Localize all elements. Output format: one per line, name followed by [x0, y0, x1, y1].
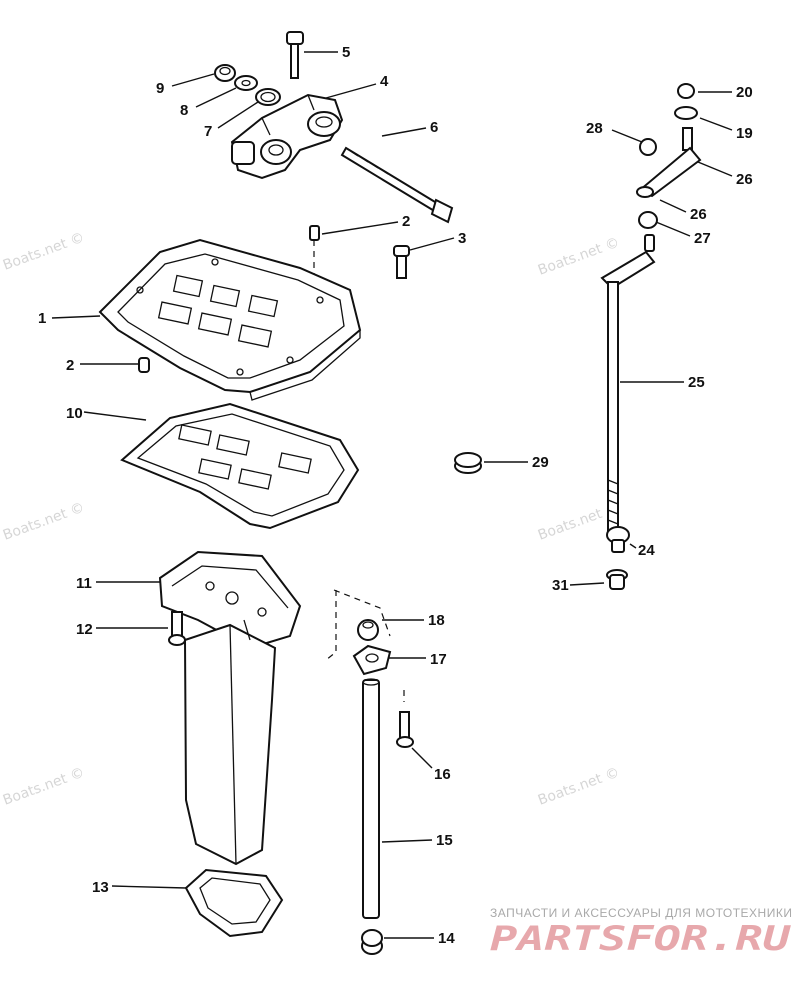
part-dowel-2-top — [309, 225, 320, 241]
part-nut-20 — [677, 83, 695, 99]
callout-20: 20 — [736, 84, 753, 101]
callout-18: 18 — [428, 612, 445, 629]
watermark: Boats.net © — [536, 235, 622, 279]
callout-26: 26 — [736, 171, 753, 188]
watermark: Boats.net © — [1, 500, 87, 544]
callout-24: 24 — [638, 542, 655, 559]
callout-10: 10 — [66, 405, 83, 422]
callout-26: 26 — [690, 206, 707, 223]
callout-13: 13 — [92, 879, 109, 896]
callout-3: 3 — [458, 230, 466, 247]
callout-19: 19 — [736, 125, 753, 142]
part-pin-31 — [606, 569, 628, 590]
callout-numbers: 5 9 8 7 4 6 2 3 1 2 10 29 11 12 13 18 17… — [38, 44, 753, 947]
part-adapter-plate-1 — [98, 238, 362, 401]
part-long-bolt-6 — [340, 146, 454, 224]
part-housing-11 — [158, 550, 302, 866]
part-washer-19 — [674, 106, 698, 120]
brand-logo: ЗАПЧАСТИ И АКСЕССУАРЫ ДЛЯ МОТОТЕХНИКИ PA… — [490, 906, 792, 959]
callout-4: 4 — [380, 73, 389, 90]
callout-28: 28 — [586, 120, 603, 137]
callout-16: 16 — [434, 766, 451, 783]
part-seal-13 — [184, 868, 284, 938]
part-bracket-4 — [230, 93, 344, 180]
dash-line — [325, 589, 405, 702]
part-nut-18 — [357, 619, 379, 641]
callout-1: 1 — [38, 310, 46, 327]
callout-14: 14 — [438, 930, 455, 947]
callout-7: 7 — [204, 123, 212, 140]
part-bolt-5 — [286, 31, 304, 79]
callout-27: 27 — [694, 230, 711, 247]
part-bolt-16 — [396, 711, 414, 748]
part-gasket-10 — [120, 402, 360, 530]
watermark: Boats.net © — [1, 765, 87, 809]
callout-29: 29 — [532, 454, 549, 471]
callout-9: 9 — [156, 80, 164, 97]
part-bushing-27 — [644, 234, 655, 252]
part-bushing-26-lower — [638, 211, 658, 229]
part-tube-15 — [362, 678, 380, 919]
callout-5: 5 — [342, 44, 350, 61]
part-grommet-14 — [361, 929, 383, 955]
brand-tagline: ЗАПЧАСТИ И АКСЕССУАРЫ ДЛЯ МОТОТЕХНИКИ — [490, 906, 792, 920]
callout-6: 6 — [430, 119, 438, 136]
part-nut-9 — [214, 64, 236, 82]
part-lever-26-upper — [636, 127, 702, 198]
callout-11: 11 — [76, 575, 92, 592]
callout-2: 2 — [402, 213, 410, 230]
part-dowel-2-bottom — [138, 357, 150, 373]
brand-name: PARTSFOR.RU — [490, 919, 792, 959]
callout-2: 2 — [66, 357, 74, 374]
callout-31: 31 — [552, 577, 569, 594]
callout-25: 25 — [688, 374, 705, 391]
part-ring-7 — [255, 88, 281, 106]
part-nut-28 — [639, 138, 657, 156]
part-shift-rod-25 — [600, 250, 656, 533]
leader-lines — [51, 51, 733, 939]
callout-8: 8 — [180, 102, 188, 119]
callout-15: 15 — [436, 832, 453, 849]
part-bushing-17 — [352, 644, 392, 676]
part-bolt-3 — [393, 245, 410, 279]
part-grommet-29 — [454, 452, 482, 474]
callout-17: 17 — [430, 651, 447, 668]
callout-12: 12 — [76, 621, 93, 638]
watermark: Boats.net © — [1, 230, 87, 274]
watermark: Boats.net © — [536, 765, 622, 809]
part-nut-24 — [606, 526, 630, 553]
part-washer-8 — [234, 75, 258, 91]
part-bolt-12 — [168, 611, 186, 646]
